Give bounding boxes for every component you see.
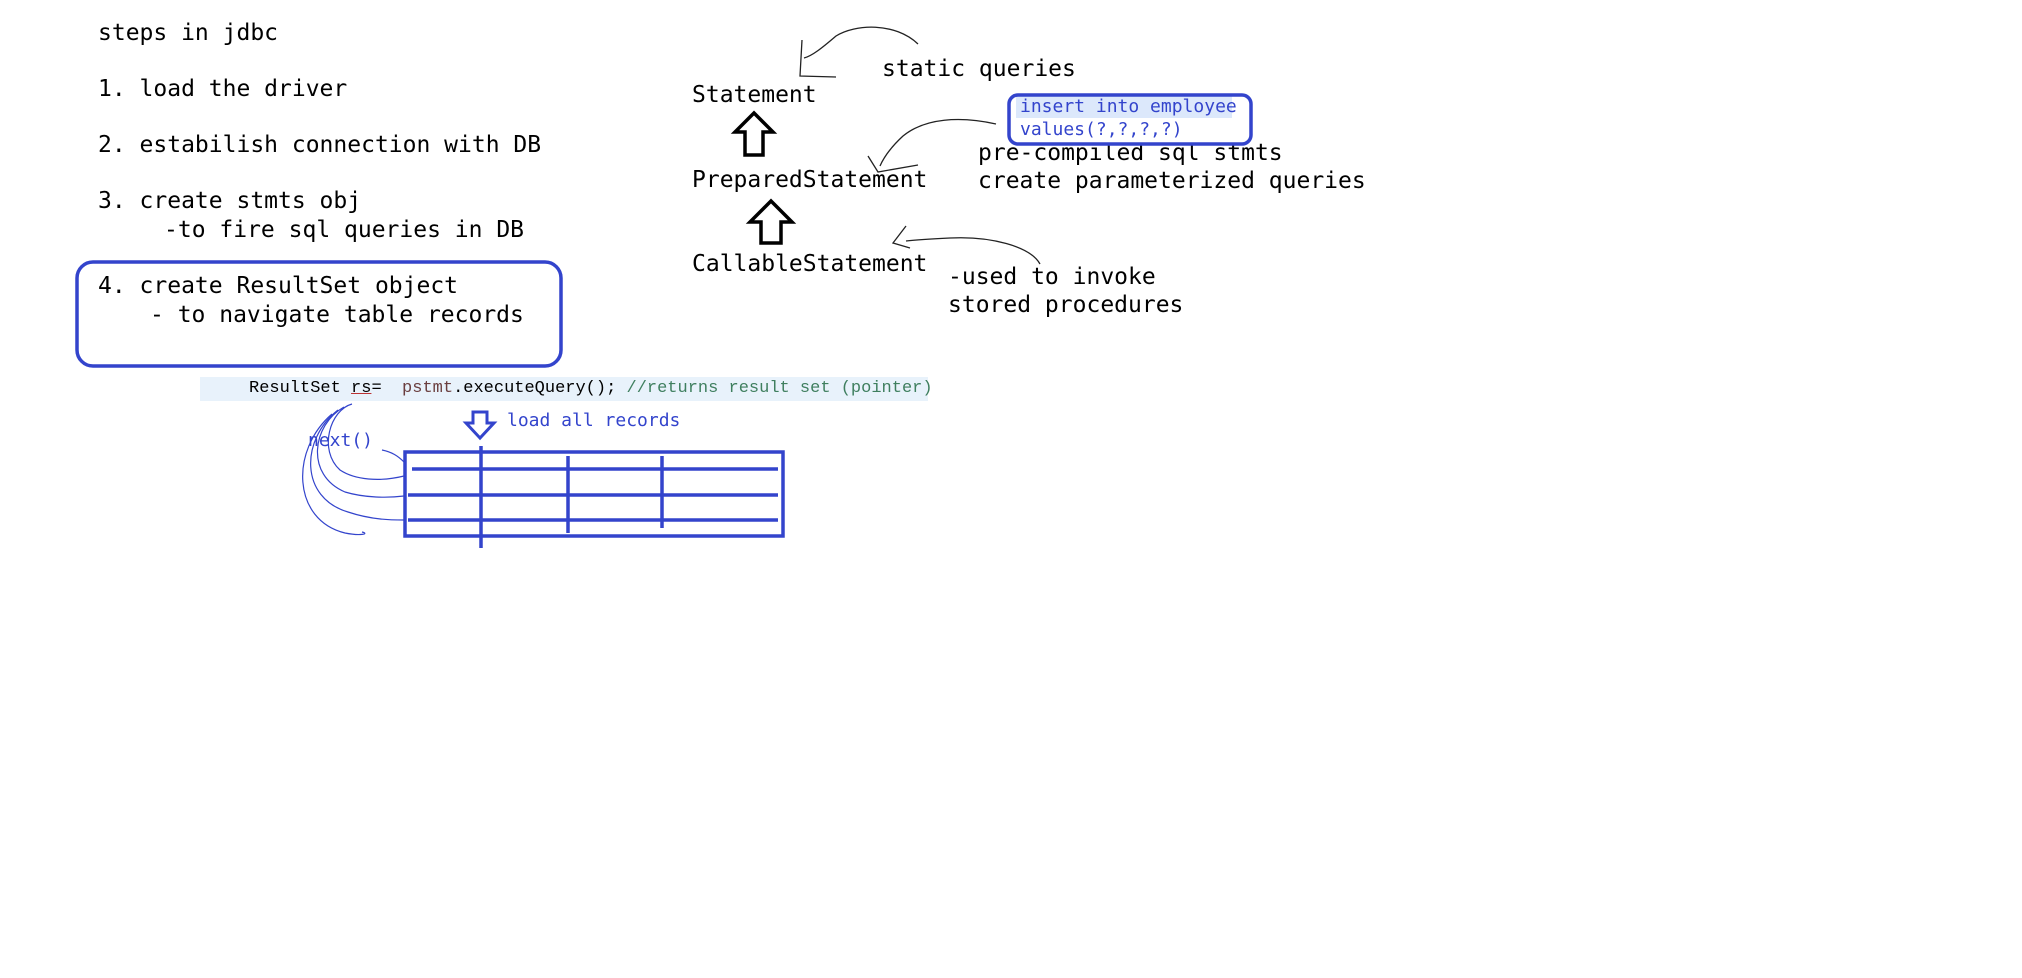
step-3: 3. create stmts obj (98, 188, 362, 214)
inherit-arrow-prepared (745, 198, 797, 245)
precompiled-pointer (879, 118, 997, 167)
sql-text-highlight (1016, 96, 1232, 118)
sql-callout-box (1007, 93, 1253, 146)
code-object: pstmt (402, 379, 454, 398)
code-line-highlight (200, 377, 928, 401)
static-queries-pointer-head (799, 39, 837, 78)
next-pointer (381, 449, 405, 463)
statement-label: Statement (692, 82, 817, 108)
code-comment: //returns result set (pointer) (626, 379, 933, 398)
result-table-border (403, 450, 785, 538)
next-loop-4 (302, 413, 366, 536)
result-table (403, 446, 785, 548)
code-assign: = (371, 379, 403, 398)
next-cursor-loops (302, 403, 405, 536)
next-loop-3 (310, 409, 405, 521)
callable-note-2: stored procedures (948, 292, 1184, 318)
parameterized-note: create parameterized queries (978, 168, 1366, 194)
callable-statement-label: CallableStatement (692, 251, 928, 277)
code-variable: rs (351, 379, 372, 398)
step-4-detail: - to navigate table records (150, 302, 524, 328)
callable-pointer (905, 237, 1041, 265)
step-4-highlight-box (75, 260, 563, 368)
next-method-note: next() (308, 430, 374, 451)
step-1: 1. load the driver (98, 76, 348, 102)
precompiled-pointer-head (867, 155, 919, 173)
steps-title: steps in jdbc (98, 20, 279, 46)
sql-insert-line-2: values(?,?,?,?) (1020, 119, 1183, 140)
load-records-arrow (462, 410, 498, 441)
code-type: ResultSet (249, 379, 341, 398)
next-loop-1 (327, 403, 405, 480)
next-loop-2 (316, 406, 405, 498)
load-records-note: load all records (507, 410, 681, 431)
code-line: ResultSet rs= pstmt.executeQuery(); //re… (249, 380, 933, 397)
sql-insert-line-1: insert into employee (1020, 96, 1237, 117)
precompiled-note: pre-compiled sql stmts (978, 140, 1283, 166)
callable-note-1: -used to invoke (948, 264, 1156, 290)
static-queries-note: static queries (882, 56, 1076, 82)
step-2: 2. estabilish connection with DB (98, 132, 542, 158)
inherit-arrow-statement (730, 110, 778, 157)
callable-pointer-head (891, 225, 911, 249)
step-4: 4. create ResultSet object (98, 273, 459, 299)
static-queries-pointer (803, 26, 919, 59)
step-3-detail: -to fire sql queries in DB (164, 217, 525, 243)
prepared-statement-label: PreparedStatement (692, 167, 928, 193)
code-call: .executeQuery(); (453, 379, 627, 398)
